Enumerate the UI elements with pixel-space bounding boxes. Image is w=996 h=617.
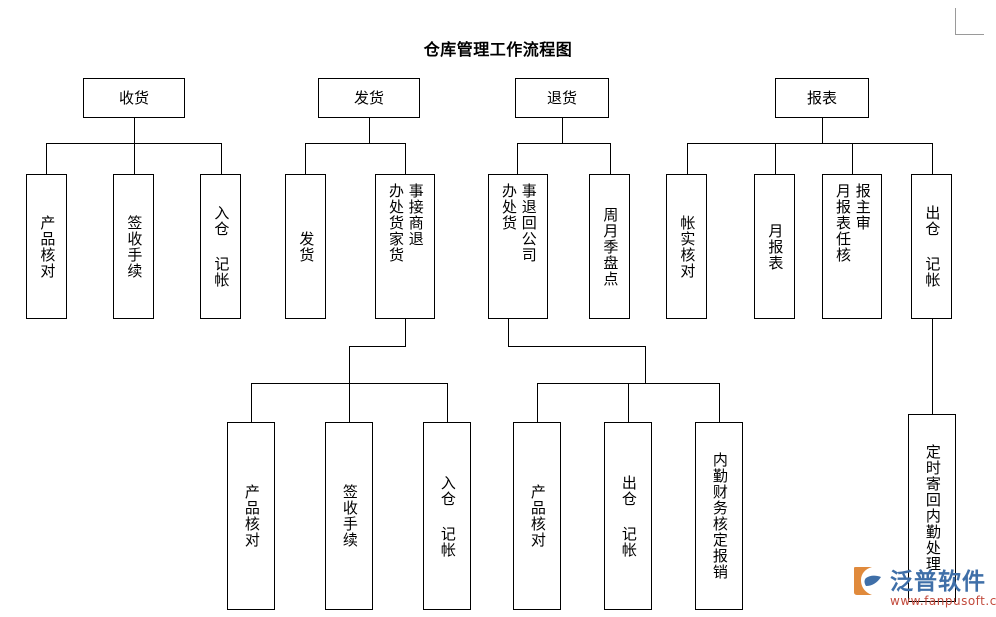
node-refund-stock-label: 周月季盘点 — [601, 206, 620, 287]
node-report-label: 报表 — [806, 88, 837, 107]
node-receive-in[interactable]: 入仓 记帐 — [200, 174, 241, 319]
node-receive-check[interactable]: 产品核对 — [26, 174, 67, 319]
connector-ship-bar — [305, 143, 405, 144]
connector-receive-bar — [46, 143, 221, 144]
node-refund-label: 退货 — [546, 88, 577, 107]
node-report-approve[interactable]: 报主审 月报表任核 — [822, 174, 882, 319]
connector-refund-company-drop-1 — [537, 383, 538, 422]
connector-ship-return-drop-1 — [251, 383, 252, 422]
fanpu-logo-icon — [854, 567, 881, 595]
node-ship-return[interactable]: 事接商退 办处货家货 — [375, 174, 435, 319]
node-receive[interactable]: 收货 — [83, 78, 185, 118]
node-ship-out-label: 发货 — [297, 230, 316, 263]
node-refund-company-col-2: 办处货 — [500, 183, 518, 231]
connector-refund-drop-2 — [610, 143, 611, 174]
connector-refund-company-jog — [508, 346, 645, 347]
node-refund-company[interactable]: 事退回公司 办处货 — [488, 174, 548, 319]
node-receive-sign[interactable]: 签收手续 — [113, 174, 154, 319]
crop-corner-mark — [955, 8, 984, 35]
node-ship-return-col-2: 办处货家货 — [387, 183, 405, 263]
node-report-monthly-label: 月报表 — [766, 222, 785, 271]
node-ship-return-check[interactable]: 产品核对 — [227, 422, 275, 610]
connector-ship-drop-2 — [405, 143, 406, 174]
connector-refund-company-stem-v2 — [645, 346, 646, 383]
node-ship-return-sign[interactable]: 签收手续 — [325, 422, 373, 610]
node-refund-company-col-1: 事退回公司 — [519, 183, 538, 263]
node-receive-in-label: 入仓 记帐 — [212, 205, 231, 288]
node-ship-out[interactable]: 发货 — [285, 174, 326, 319]
node-ship-return-col-1: 事接商退 — [406, 183, 425, 247]
connector-report-drop-3 — [852, 143, 853, 174]
node-report-monthly[interactable]: 月报表 — [754, 174, 795, 319]
node-receive-sign-label: 签收手续 — [125, 214, 144, 279]
connector-refund-company-drop-3 — [719, 383, 720, 422]
connector-report-drop-2 — [775, 143, 776, 174]
connector-report-out-stem — [932, 319, 933, 414]
connector-ship-return-stem-v1 — [405, 319, 406, 346]
node-refund-check-label: 产品核对 — [528, 484, 547, 548]
node-report-approve-col-2: 月报表任核 — [834, 183, 852, 263]
connector-ship-return-jog — [349, 346, 406, 347]
node-ship-return-check-label: 产品核对 — [242, 484, 261, 548]
node-report-audit-label: 帐实核对 — [678, 214, 697, 279]
connector-report-drop-1 — [687, 143, 688, 174]
node-ship-return-in-label: 入仓 记帐 — [438, 474, 457, 558]
node-report-mail[interactable]: 定时寄回内勤处理 — [908, 414, 956, 602]
node-report-out-label: 出仓 记帐 — [923, 205, 942, 288]
node-refund-finance-label: 内勤财务核定报销 — [710, 452, 729, 580]
page-title: 仓库管理工作流程图 — [423, 40, 573, 59]
connector-ship-return-drop-2 — [349, 383, 350, 422]
connector-receive-drop-3 — [221, 143, 222, 174]
connector-ship-stem — [369, 118, 370, 143]
node-refund-check[interactable]: 产品核对 — [513, 422, 561, 610]
node-ship-return-in[interactable]: 入仓 记帐 — [423, 422, 471, 610]
connector-refund-drop-1 — [517, 143, 518, 174]
connector-refund-bar — [517, 143, 610, 144]
connector-report-bar — [687, 143, 932, 144]
connector-receive-stem — [134, 118, 135, 143]
connector-report-stem — [822, 118, 823, 143]
node-ship[interactable]: 发货 — [318, 78, 420, 118]
node-report[interactable]: 报表 — [775, 78, 869, 118]
connector-ship-return-stem-v2 — [349, 346, 350, 383]
connector-refund-company-drop-2 — [628, 383, 629, 422]
connector-ship-drop-1 — [305, 143, 306, 174]
node-refund[interactable]: 退货 — [515, 78, 609, 118]
node-receive-check-label: 产品核对 — [38, 214, 57, 279]
connector-receive-drop-1 — [46, 143, 47, 174]
node-refund-finance[interactable]: 内勤财务核定报销 — [695, 422, 743, 610]
node-refund-out-label: 出仓 记帐 — [619, 474, 638, 558]
node-report-approve-col-1: 报主审 — [853, 183, 872, 231]
connector-receive-drop-2 — [134, 143, 135, 174]
node-report-out[interactable]: 出仓 记帐 — [911, 174, 952, 319]
connector-report-drop-4 — [932, 143, 933, 174]
node-receive-label: 收货 — [118, 88, 149, 107]
connector-refund-company-stem-v1 — [508, 319, 509, 346]
node-refund-stock[interactable]: 周月季盘点 — [589, 174, 630, 319]
connector-refund-stem — [562, 118, 563, 143]
node-report-audit[interactable]: 帐实核对 — [666, 174, 707, 319]
node-ship-return-sign-label: 签收手续 — [340, 484, 359, 548]
connector-ship-return-drop-3 — [447, 383, 448, 422]
node-ship-label: 发货 — [353, 88, 384, 107]
node-report-mail-label: 定时寄回内勤处理 — [923, 444, 942, 572]
node-refund-out[interactable]: 出仓 记帐 — [604, 422, 652, 610]
